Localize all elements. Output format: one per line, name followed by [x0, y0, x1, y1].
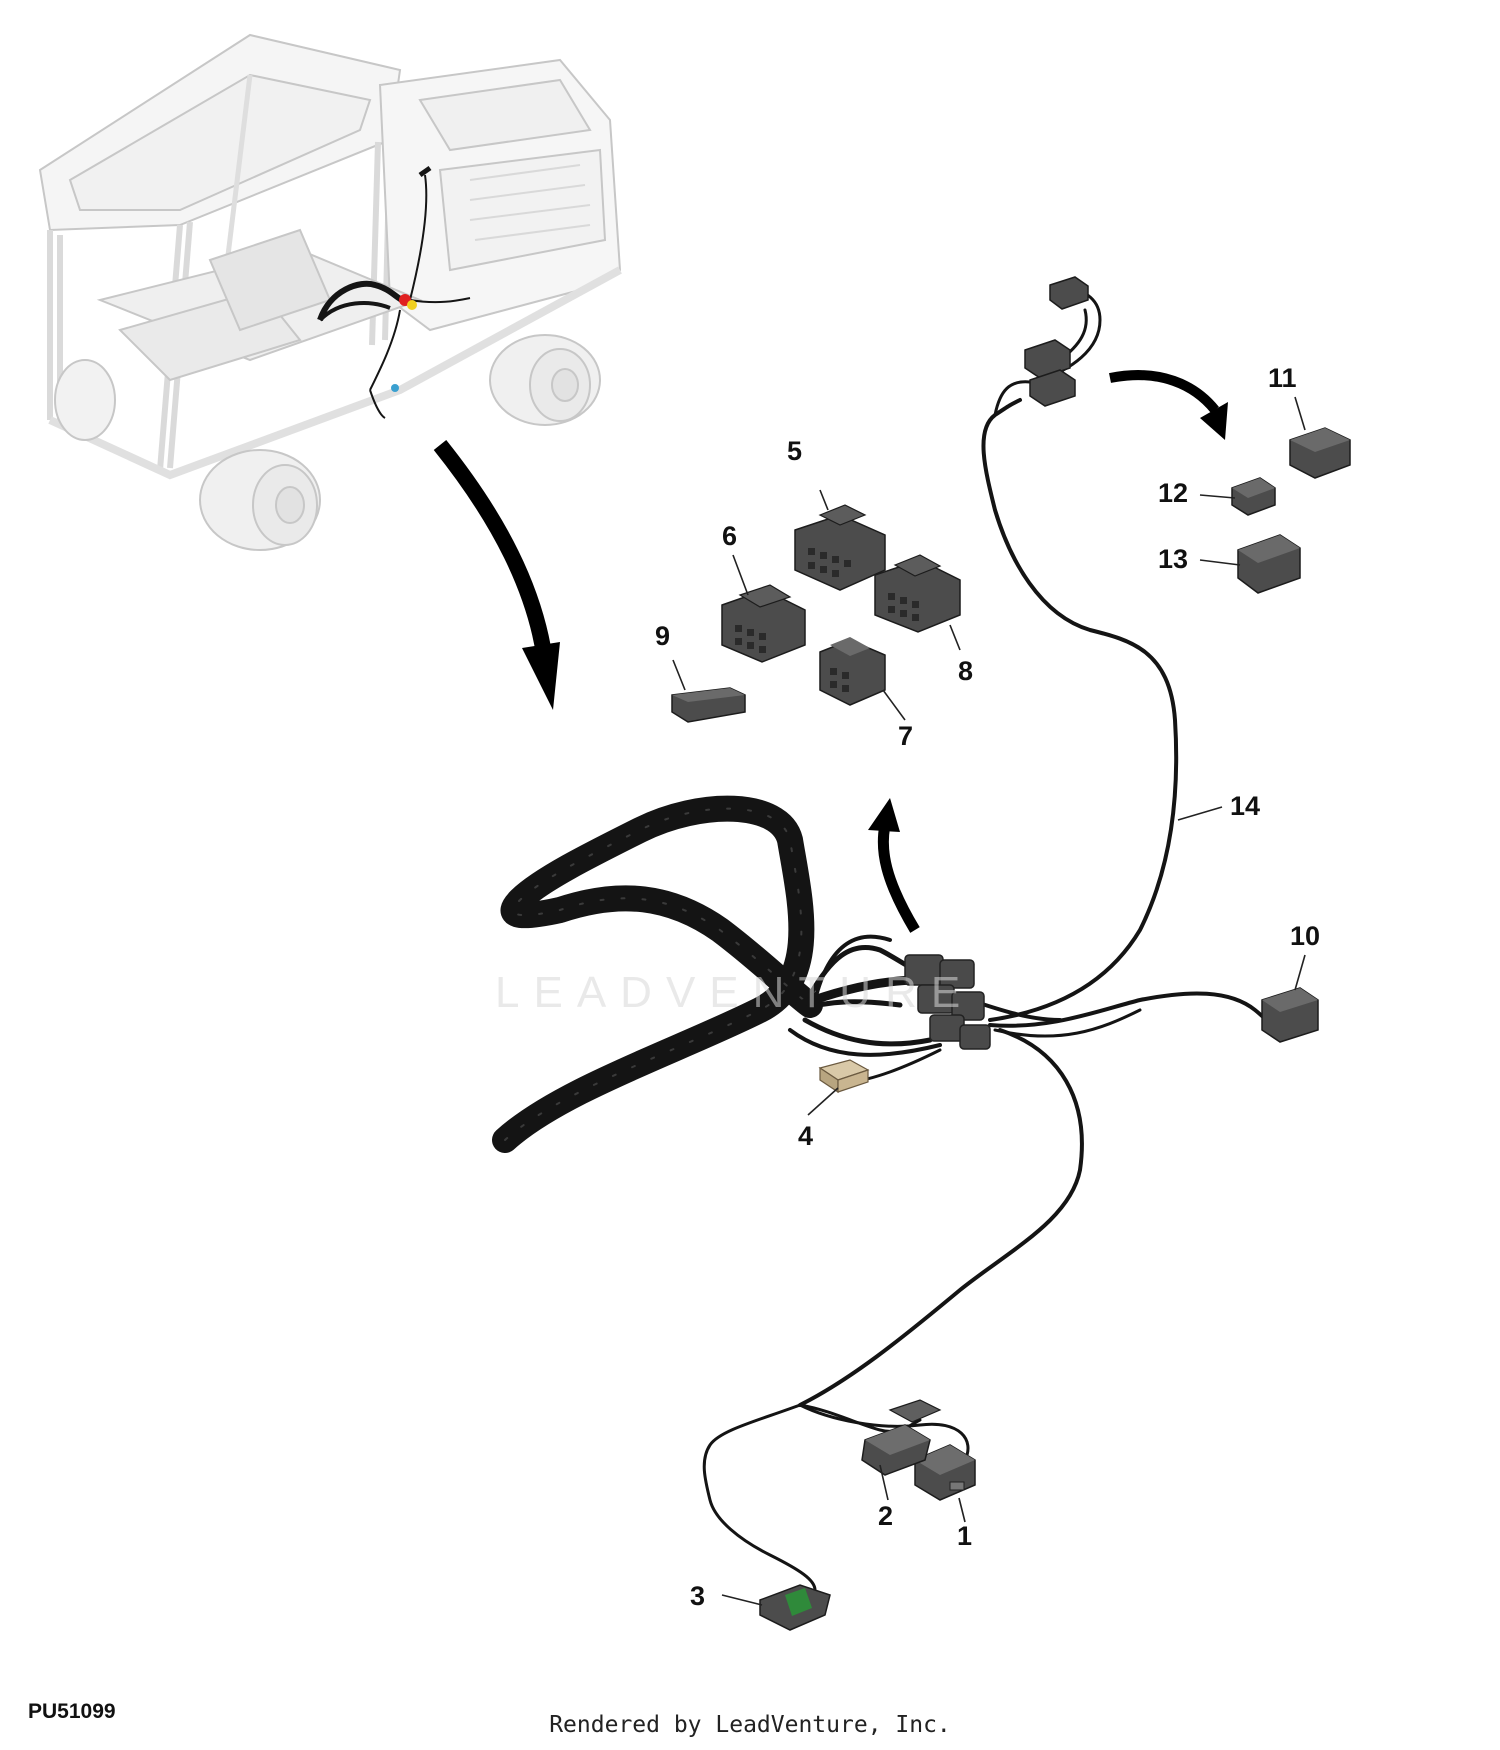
connector-9 [671, 687, 746, 723]
flow-arrow-to-connectors-5-9 [868, 798, 920, 933]
connector-11 [1289, 427, 1351, 479]
callout-3: 3 [690, 1581, 705, 1611]
connector-3 [759, 1584, 831, 1631]
callout-7: 7 [898, 721, 913, 751]
connector-10 [1261, 987, 1319, 1043]
connector-14-ends [1024, 276, 1089, 407]
callout-8: 8 [958, 656, 973, 686]
flow-arrow-overview-to-harness [433, 440, 560, 710]
vehicle-harness-location [317, 165, 471, 419]
flow-arrow-to-connectors-11-13 [1109, 370, 1228, 440]
connector-6 [721, 584, 806, 663]
connector-13 [1237, 534, 1301, 594]
connector-5 [794, 504, 886, 591]
callout-9: 9 [655, 621, 670, 651]
connector-12 [1231, 477, 1276, 516]
callout-6: 6 [722, 521, 737, 551]
connector-7 [819, 637, 886, 706]
callout-13: 13 [1158, 544, 1188, 574]
connector-2 [861, 1399, 942, 1476]
callout-11: 11 [1268, 363, 1297, 393]
connector-4 [818, 1059, 870, 1094]
connector-8 [874, 554, 961, 633]
figure-id: PU51099 [28, 1700, 116, 1723]
callout-1: 1 [957, 1521, 972, 1551]
leader-lines [672, 396, 1306, 1606]
junction-connector-cluster [904, 954, 991, 1050]
callout-14: 14 [1230, 791, 1260, 821]
footer-credit: Rendered by LeadVenture, Inc. [549, 1712, 951, 1738]
connector-1 [914, 1444, 976, 1501]
callout-labels: 1 2 3 4 5 6 7 8 9 10 11 12 13 14 [655, 363, 1320, 1611]
watermark: LEADVENTURE [495, 968, 975, 1017]
vehicle-overview [38, 33, 622, 551]
callout-10: 10 [1290, 921, 1320, 951]
callout-4: 4 [798, 1121, 813, 1151]
callout-12: 12 [1158, 478, 1188, 508]
callout-5: 5 [787, 436, 802, 466]
callout-2: 2 [878, 1501, 893, 1531]
